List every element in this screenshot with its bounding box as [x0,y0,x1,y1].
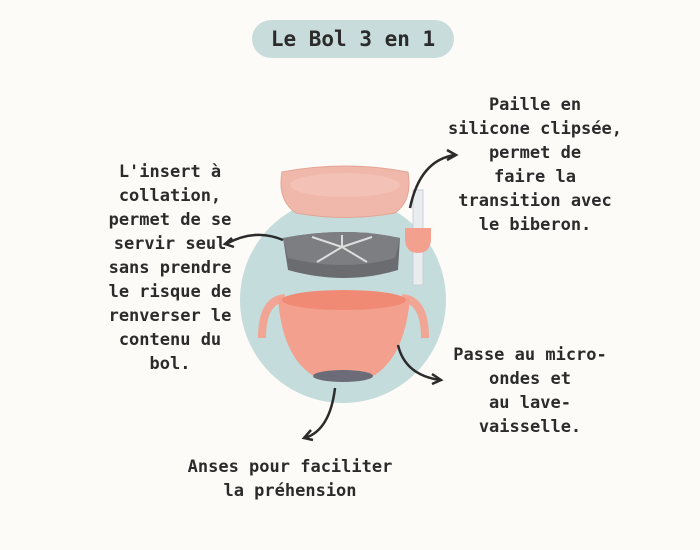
straw [405,189,431,286]
arrows [222,148,459,442]
label-straw: Paille en silicone clipsée, permet de fa… [448,95,622,235]
label-handles: Anses pour faciliter la préhension [187,457,393,501]
lid [280,165,410,218]
bowl [258,290,429,382]
title-badge: Le Bol 3 en 1 [252,20,454,58]
label-snack-insert: L'insert à collation, permet de se servi… [108,162,232,374]
label-microwave: Passe au micro- ondes et au lave- vaisse… [453,345,607,437]
snack-insert [283,232,400,278]
